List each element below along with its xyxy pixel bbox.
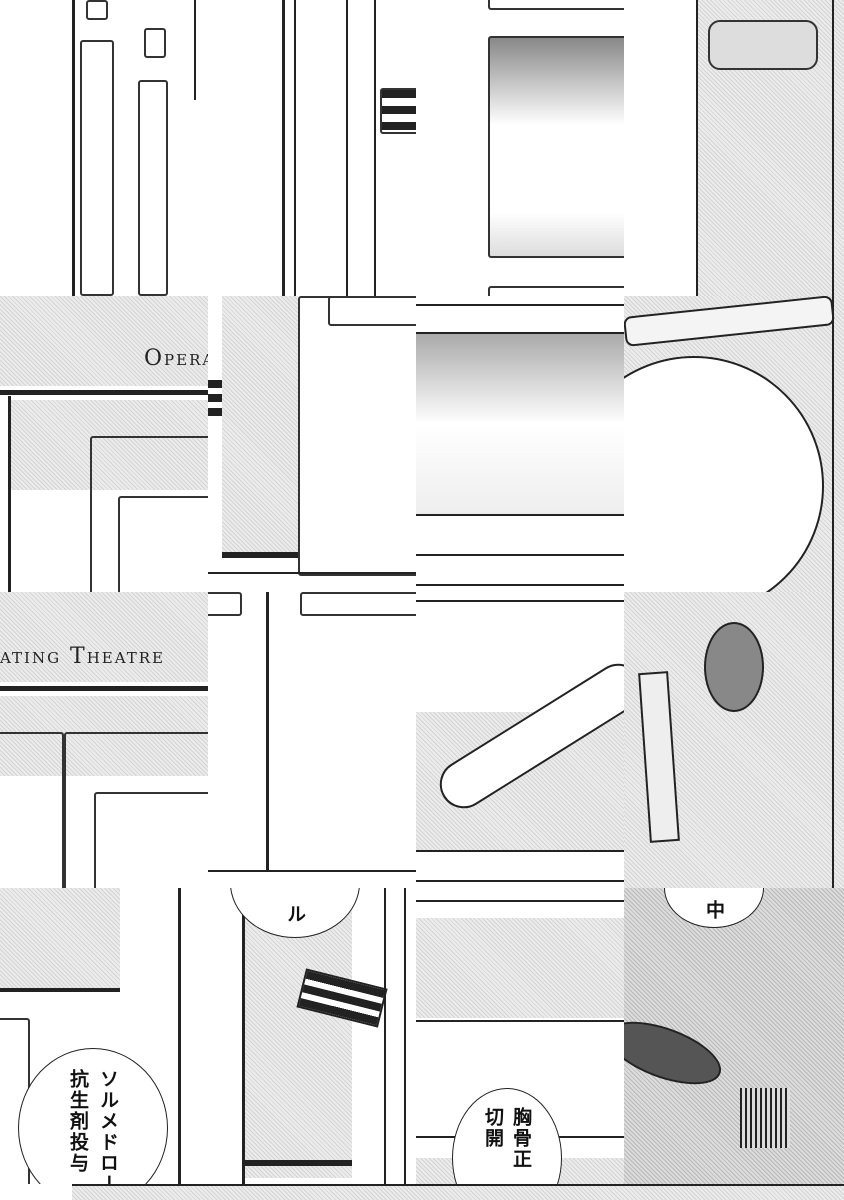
panel-table-blood [416, 296, 624, 592]
panel-bubble-sternum: 胸骨正 切開 [416, 888, 624, 1184]
panel-scalpel [416, 592, 624, 888]
panel-bottom-strip [72, 1184, 844, 1200]
bubble-text-solumedrol: ソルメドロー [97, 1069, 119, 1184]
panel-monitor [416, 0, 624, 296]
sign-text-part2: ating Theatre [0, 644, 166, 669]
panel-glasses-top [624, 0, 844, 296]
speech-bubble-sternum: 胸骨正 切開 [452, 1088, 562, 1184]
bubble-text-antibiotic: 抗生剤投与 [67, 1069, 89, 1174]
panel-doors-top-left [0, 0, 208, 296]
panel-eye-closeup: 中 [624, 888, 844, 1184]
panel-face-closeup [624, 592, 844, 888]
bubble-text-sternum: 胸骨正 [510, 1107, 532, 1170]
bubble-text-incision: 切開 [482, 1107, 504, 1149]
panel-bubble-solumedrol: ソルメドロー 抗生剤投与 [0, 888, 208, 1184]
panel-door-frame [208, 0, 416, 296]
panel-double-door [208, 592, 416, 888]
panel-door-closeup [208, 296, 416, 592]
panel-door-handle: ル [208, 888, 416, 1184]
panel-sign-right: ating Theatre [0, 592, 208, 888]
speech-bubble-fragment-naka: 中 [664, 888, 764, 928]
speech-bubble-solumedrol: ソルメドロー 抗生剤投与 [18, 1048, 168, 1184]
panel-glasses-face [624, 296, 844, 592]
